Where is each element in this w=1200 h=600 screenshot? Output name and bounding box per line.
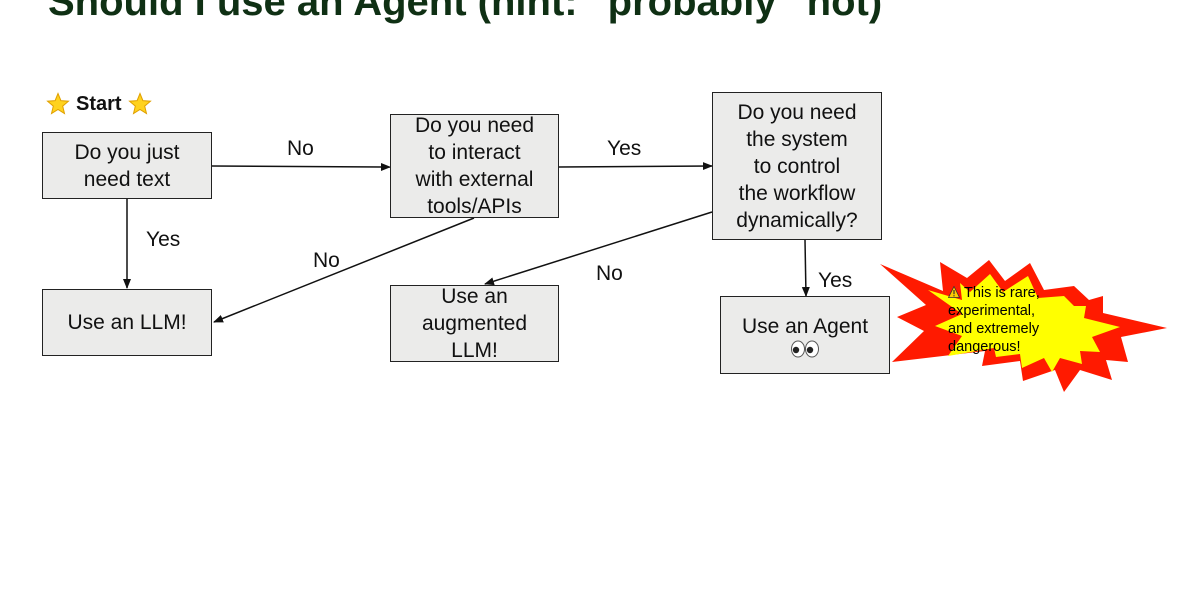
node-use-agent: Use an Agent <box>720 296 890 374</box>
warning-line-4: dangerous! <box>948 339 1021 355</box>
node-control-workflow: Do you need the system to control the wo… <box>712 92 882 240</box>
warning-text: This is rare, experimental, and extremel… <box>948 284 1078 356</box>
edge-label-workflow-to-agent: Yes <box>818 269 853 292</box>
node-just-text: Do you just need text <box>42 132 212 199</box>
warning-line-3: and extremely <box>948 321 1040 337</box>
edge-label-tools-to-workflow: Yes <box>607 137 642 160</box>
star-icon <box>127 92 152 115</box>
edge-tools-to-workflow <box>558 162 713 171</box>
burst-inner <box>928 274 1120 372</box>
node-just-text-label: Do you just need text <box>74 140 180 191</box>
star-icon <box>46 92 70 115</box>
warning-line-1-text: This is rare, <box>964 285 1040 301</box>
edge-label-text-to-llm: Yes <box>146 228 181 251</box>
edge-tools-to-llm <box>213 217 475 323</box>
eyes-icon <box>791 340 819 357</box>
start-text: Start <box>76 92 122 115</box>
edge-label-text-to-tools: No <box>287 137 314 160</box>
node-external-tools-label: Do you need to interact with external to… <box>414 114 535 218</box>
edge-workflow-to-augmented <box>484 211 713 286</box>
warning-icon <box>948 286 960 298</box>
edge-text-to-tools <box>211 162 391 171</box>
edge-label-tools-to-llm: No <box>313 249 340 272</box>
node-augmented-llm-label: Use an augmented LLM! <box>421 285 528 362</box>
node-control-workflow-label: Do you need the system to control the wo… <box>736 100 858 232</box>
edge-workflow-to-agent <box>801 239 810 297</box>
page-title: Should I use an Agent (hint: "probably" … <box>48 0 883 24</box>
warning-line-2: experimental, <box>948 303 1036 319</box>
node-use-agent-label: Use an Agent <box>741 314 869 338</box>
start-label: Start <box>46 92 152 116</box>
node-external-tools: Do you need to interact with external to… <box>390 114 559 218</box>
edge-label-workflow-to-augmented: No <box>596 262 623 285</box>
node-augmented-llm: Use an augmented LLM! <box>390 285 559 362</box>
warning-line-1: This is rare, <box>948 284 1078 302</box>
node-use-llm-label: Use an LLM! <box>67 311 187 334</box>
node-use-llm: Use an LLM! <box>42 289 212 356</box>
